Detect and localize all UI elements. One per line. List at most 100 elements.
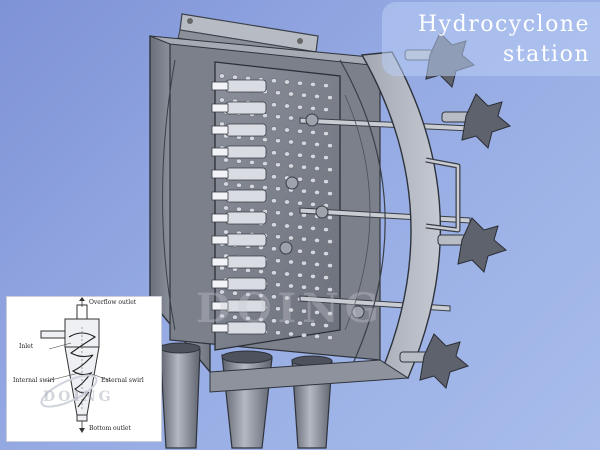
plate-hole <box>310 225 316 231</box>
plate-hole <box>249 183 255 189</box>
plate-hole <box>258 293 264 298</box>
hydrocyclone-tube <box>211 101 267 115</box>
plate-hole <box>314 309 320 315</box>
plate-hole <box>310 153 316 159</box>
plate-hole <box>301 260 307 266</box>
plate-hole <box>249 135 255 141</box>
plate-hole <box>297 104 303 110</box>
plate-hole <box>314 237 320 243</box>
plate-hole <box>245 315 251 321</box>
hydrocyclone-tube <box>211 277 267 291</box>
plate-hole <box>245 291 251 297</box>
plate-hole <box>288 283 294 289</box>
plate-hole <box>219 73 225 79</box>
plate-hole <box>258 269 264 274</box>
plate-hole <box>301 188 307 194</box>
plate-hole <box>297 128 303 134</box>
plate-hole <box>271 294 277 300</box>
plate-hole <box>301 140 307 146</box>
plate-hole <box>301 332 307 338</box>
plate-hole <box>284 319 290 325</box>
plate-hole <box>271 222 277 228</box>
plate-hole <box>275 330 281 336</box>
plate-hole <box>297 200 303 206</box>
plate-hole <box>314 285 320 291</box>
plate-hole <box>314 333 320 339</box>
plate-hole <box>219 313 225 319</box>
plate-hole <box>310 106 316 111</box>
plate-hole <box>284 79 290 85</box>
plate-hole <box>236 182 242 188</box>
plate-hole <box>275 138 281 144</box>
hydrocyclone-tube-column <box>211 79 267 335</box>
plate-hole <box>223 181 229 187</box>
plate-hole <box>245 267 251 273</box>
plate-hole <box>310 249 316 255</box>
plate-hole <box>327 263 333 268</box>
plate-hole <box>223 229 229 235</box>
plate-hole <box>310 177 316 183</box>
plate-hole <box>327 191 333 197</box>
plate-hole <box>297 248 303 254</box>
hydrocyclone-tube <box>211 233 267 247</box>
plate-hole <box>314 189 320 195</box>
inset-watermark: DOING <box>43 389 114 405</box>
plate-hole <box>327 311 333 316</box>
plate-hole <box>288 163 294 169</box>
clamp-knob-2 <box>441 93 512 149</box>
plate-hole <box>232 314 238 320</box>
plate-hole <box>262 161 268 167</box>
plate-hole <box>288 235 294 241</box>
plate-hole <box>297 224 303 230</box>
plate-hole <box>323 275 329 280</box>
plate-hole <box>275 210 281 216</box>
plate-hole <box>323 131 329 137</box>
plate-hole <box>310 321 316 327</box>
plate-hole <box>323 323 329 328</box>
hydrocyclone-tube <box>211 255 267 269</box>
plate-hole <box>314 94 320 99</box>
plate-hole <box>327 143 333 149</box>
plate-hole <box>327 95 333 101</box>
plate-hole <box>301 308 307 314</box>
plate-hole <box>288 91 294 97</box>
plate-hole <box>249 159 255 165</box>
plate-hole <box>323 227 329 233</box>
plate-hole <box>297 152 303 158</box>
plate-hole <box>323 107 329 113</box>
hydrocyclone-tube <box>211 189 267 203</box>
plate-hole <box>301 92 307 98</box>
plate-hole <box>327 167 333 173</box>
hydrocyclone-tube <box>211 145 267 159</box>
hydrocyclone-principle-inset: Overflow outlet Inlet Internal swirl Ext… <box>6 296 162 442</box>
plate-hole <box>288 211 294 217</box>
plate-hole <box>271 126 277 132</box>
plate-hole <box>271 198 277 204</box>
plate-hole <box>219 121 225 127</box>
plate-hole <box>284 127 290 133</box>
plate-hole <box>219 97 225 103</box>
plate-hole <box>284 151 290 157</box>
label-bottom-outlet: Bottom outlet <box>89 425 131 432</box>
plate-hole <box>284 295 290 301</box>
plate-hole <box>271 270 277 276</box>
plate-hole <box>275 162 281 168</box>
plate-hole <box>310 273 316 279</box>
plate-hole <box>301 284 307 290</box>
plate-hole <box>284 199 290 205</box>
plate-hole <box>323 83 329 89</box>
plate-hole <box>275 234 281 240</box>
plate-hole <box>323 179 329 185</box>
plate-hole <box>232 290 238 296</box>
clamp-knob-3 <box>437 217 508 273</box>
plate-hole <box>327 239 333 245</box>
hydrocyclone-tube <box>211 167 267 181</box>
hydrocyclone-tube <box>211 123 267 137</box>
plate-hole <box>271 174 277 180</box>
plate-hole <box>310 129 316 135</box>
plate-hole <box>301 164 307 170</box>
plate-hole <box>314 141 320 147</box>
plate-hole <box>219 265 225 271</box>
plate-hole <box>275 282 281 288</box>
title-line-1: Hydrocyclone <box>418 12 590 37</box>
